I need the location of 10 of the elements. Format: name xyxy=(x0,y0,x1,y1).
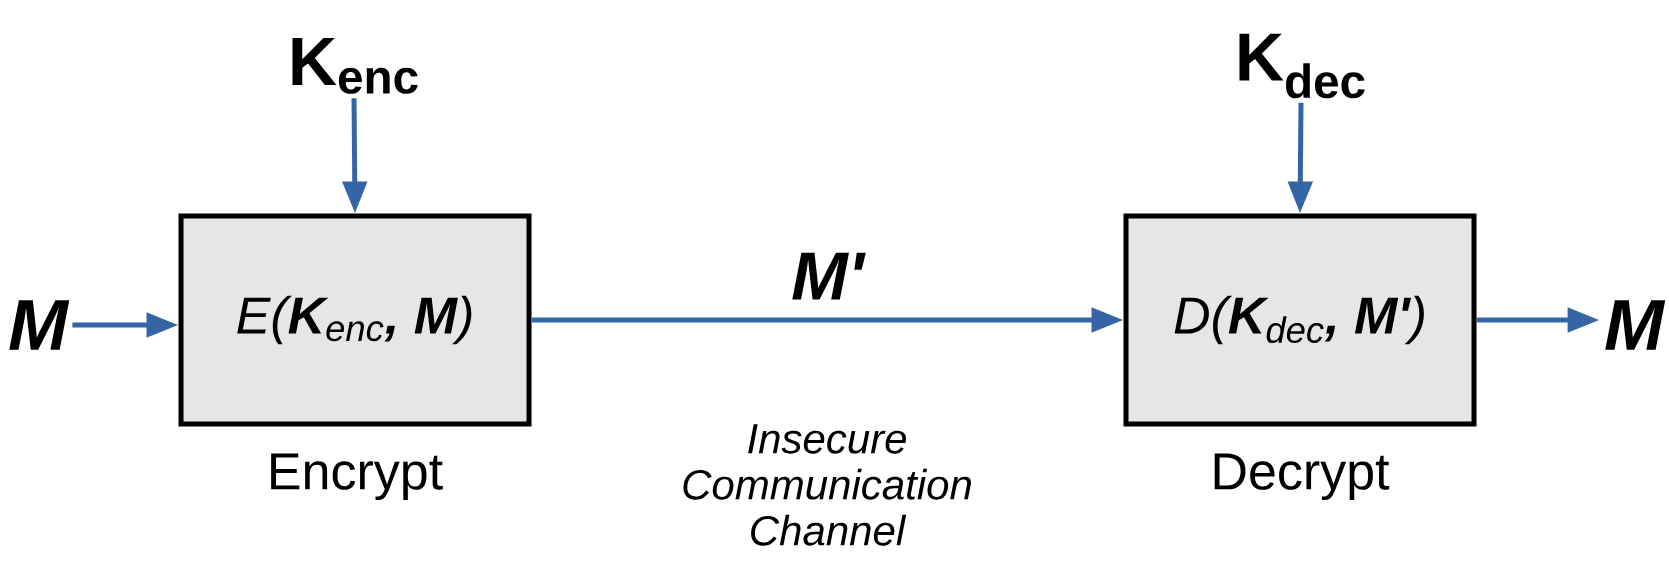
signal-label: K$_{dec}$ xyxy=(1239,33,1365,99)
signal-label: K$_{enc}$ xyxy=(292,38,418,94)
box-caption: Decrypt xyxy=(1214,453,1390,501)
edge-label: M' xyxy=(787,248,868,304)
process-box: E(K$_{enc}$, M) xyxy=(178,213,532,427)
signal-label: M xyxy=(1605,300,1666,350)
signal-label: M xyxy=(9,300,70,350)
channel-note: Insecure Communication Channel xyxy=(683,424,971,546)
process-box: D(K$_{dec}$, M') xyxy=(1123,213,1477,427)
box-caption: Encrypt xyxy=(271,453,443,501)
